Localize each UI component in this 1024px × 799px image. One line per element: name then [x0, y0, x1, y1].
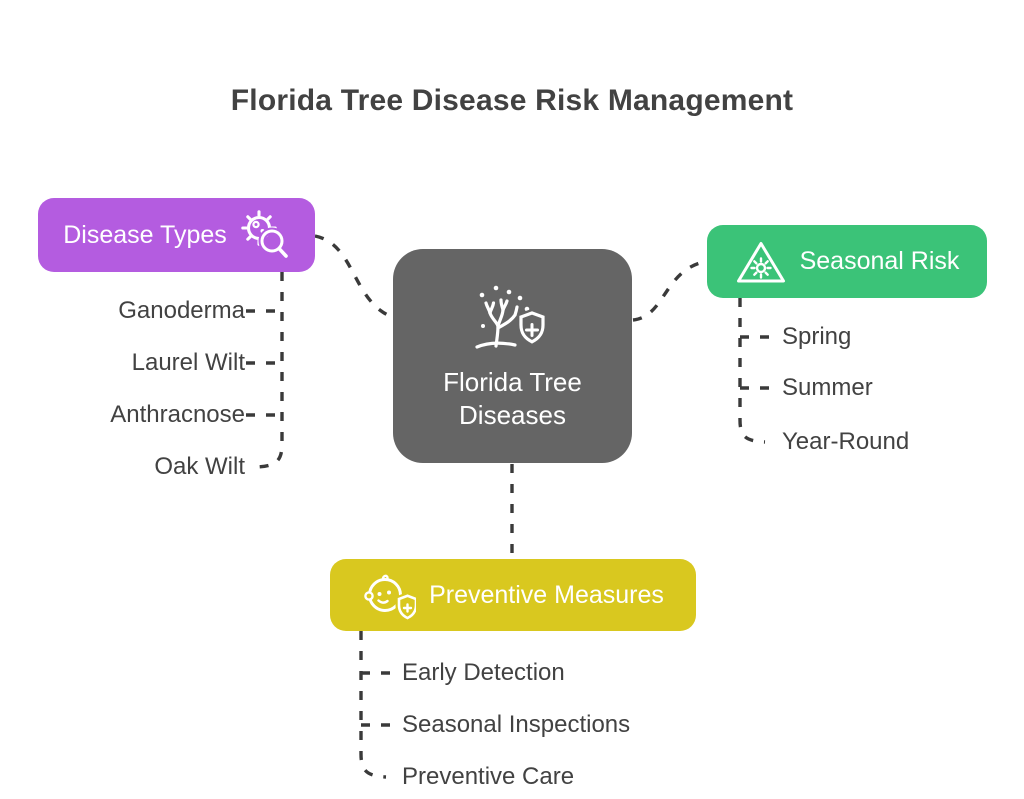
branch-label-disease-types: Disease Types	[63, 220, 227, 249]
curve-center-to-disease-types	[314, 234, 396, 320]
baby-shield-icon	[362, 569, 417, 621]
leaf-ganoderma: Ganoderma	[118, 297, 245, 324]
center-node: Florida Tree Diseases	[393, 249, 632, 463]
leaf-seasonal-inspections: Seasonal Inspections	[402, 711, 631, 738]
leaf-spring: Spring	[782, 323, 852, 350]
branch-node-seasonal-risk: Seasonal Risk	[707, 225, 987, 298]
leaf-year-round: Year-Round	[782, 428, 910, 455]
leaf-laurel-wilt: Laurel Wilt	[131, 349, 245, 376]
branch-label-preventive-measures: Preventive Measures	[429, 580, 664, 609]
branch-label-seasonal-risk: Seasonal Risk	[799, 247, 960, 275]
branch-node-disease-types: Disease Types	[38, 198, 315, 272]
line-seasonal-risk-items	[738, 298, 766, 444]
tree-disease-shield-icon	[470, 280, 556, 358]
virus-search-icon	[240, 210, 290, 260]
hazard-triangle-icon	[735, 238, 787, 286]
curve-center-to-seasonal-risk	[632, 259, 710, 322]
center-label-line2: Diseases	[459, 400, 566, 430]
leaf-preventive-care: Preventive Care	[402, 763, 575, 790]
line-preventive-measures-items	[359, 631, 387, 779]
branch-node-preventive-measures: Preventive Measures	[330, 559, 696, 631]
center-label-line1: Florida Tree	[443, 367, 582, 397]
diagram-title: Florida Tree Disease Risk Management	[230, 84, 794, 117]
leaf-summer: Summer	[782, 374, 873, 401]
center-node-label: Florida Tree Diseases	[443, 366, 582, 432]
leaf-anthracnose: Anthracnose	[110, 401, 245, 428]
leaf-early-detection: Early Detection	[402, 659, 565, 686]
leaf-oak-wilt: Oak Wilt	[154, 453, 245, 480]
line-disease-types-items	[256, 272, 284, 469]
